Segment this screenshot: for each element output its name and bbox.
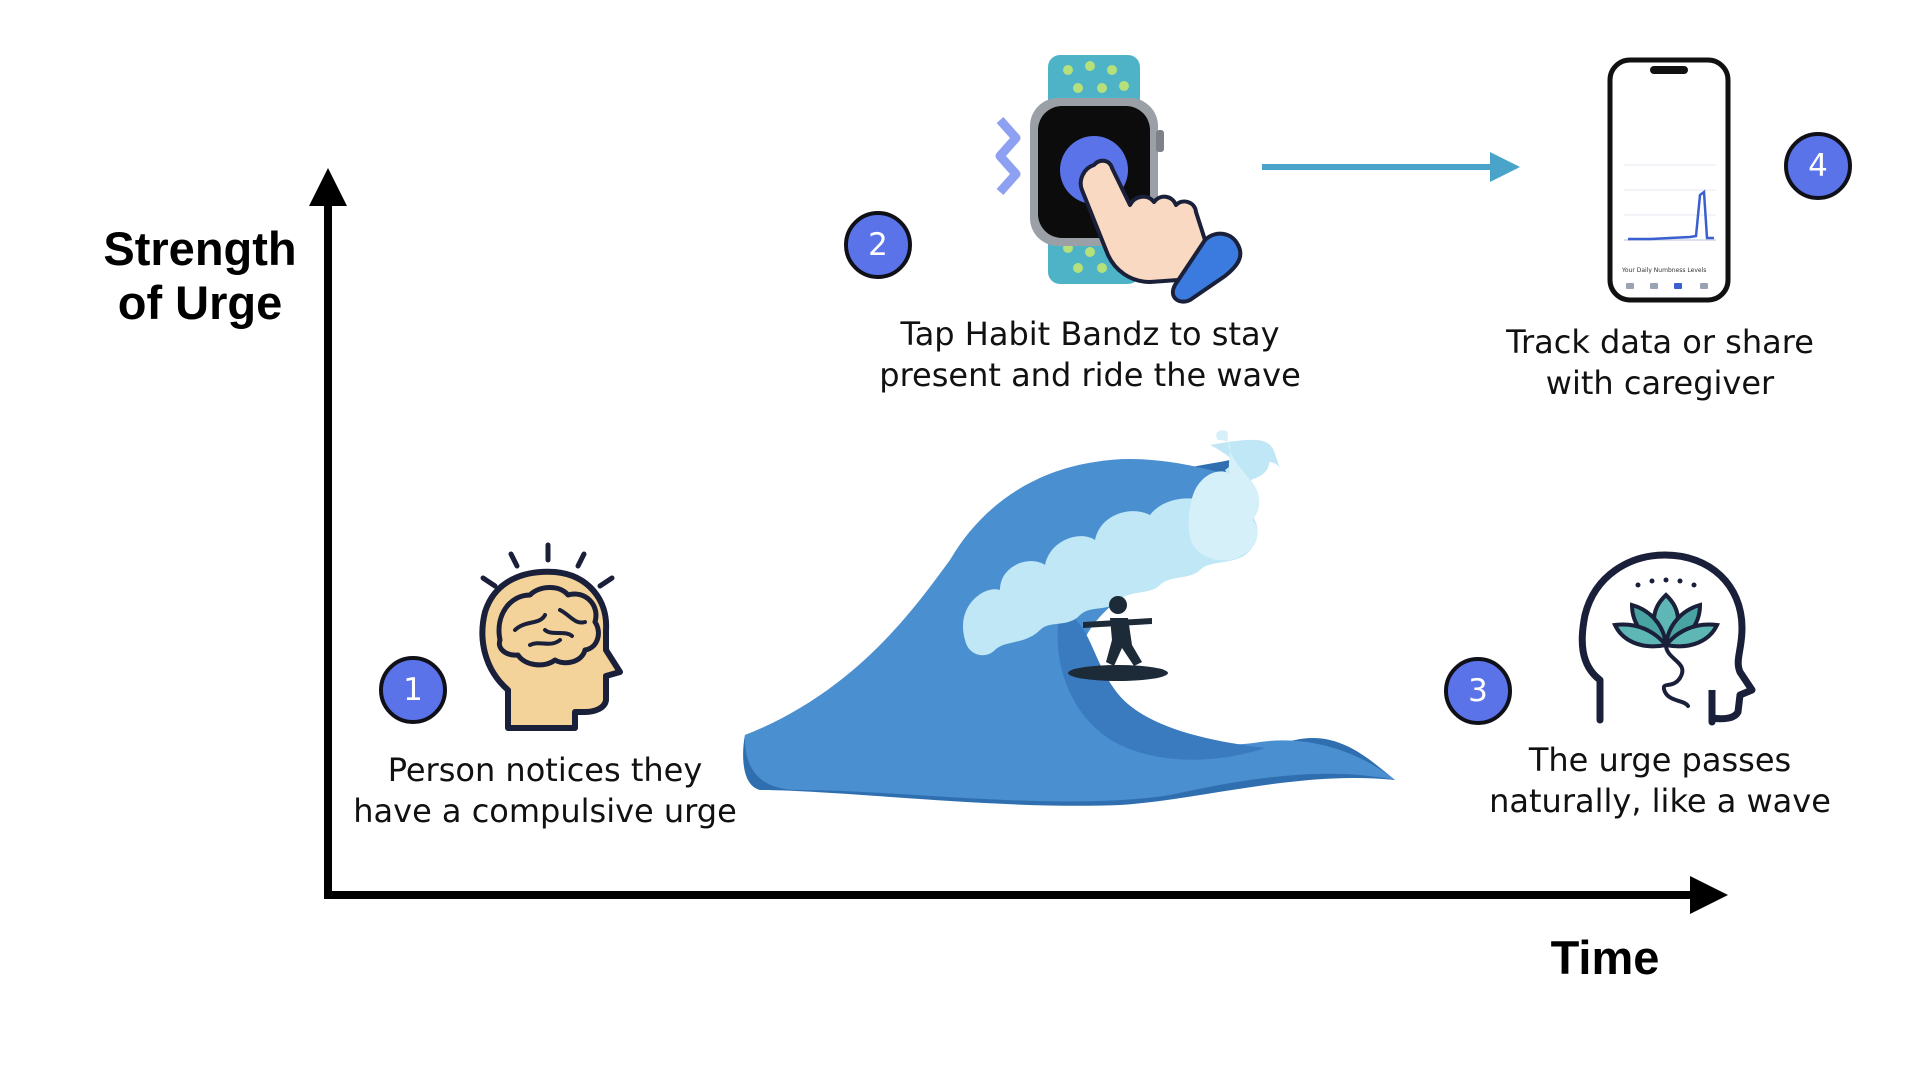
step-2-caption: Tap Habit Bandz to stay present and ride… [860, 314, 1320, 396]
phone-body [1610, 60, 1728, 300]
phone-chart-icon: Your Daily Numbness Levels [1610, 60, 1728, 300]
step-1-caption-line-2: have a compulsive urge [325, 791, 765, 832]
step-3-caption-line-1: The urge passes [1460, 740, 1860, 781]
step-2-caption-line-2: present and ride the wave [860, 355, 1320, 396]
smartwatch-tap-icon [1000, 55, 1240, 302]
brain-head-icon [482, 545, 620, 728]
step-3-caption: The urge passes naturally, like a wave [1460, 740, 1860, 822]
step-4-caption: Track data or share with caregiver [1460, 322, 1860, 404]
step-1-caption: Person notices they have a compulsive ur… [325, 750, 765, 832]
wave-illustration [743, 430, 1395, 805]
step-2-caption-line-1: Tap Habit Bandz to stay [860, 314, 1320, 355]
x-axis-arrowhead [1690, 876, 1728, 914]
x-axis-label: Time [1530, 930, 1680, 985]
surfboard [1068, 665, 1168, 681]
step-2-badge: 2 [844, 211, 912, 279]
step-1-caption-line-1: Person notices they [325, 750, 765, 791]
step-4-caption-line-1: Track data or share [1460, 322, 1860, 363]
y-axis-arrowhead [309, 168, 347, 206]
step-3-badge: 3 [1444, 657, 1512, 725]
flow-arrow [1262, 152, 1520, 182]
y-axis-label: Strength of Urge [85, 222, 315, 330]
y-axis-label-line-1: Strength [85, 222, 315, 276]
step-3-caption-line-2: naturally, like a wave [1460, 781, 1860, 822]
step-4-caption-line-2: with caregiver [1460, 363, 1860, 404]
phone-caption: Your Daily Numbness Levels [1621, 267, 1706, 274]
lotus-head-icon [1582, 555, 1752, 722]
step-4-badge: 4 [1784, 132, 1852, 200]
step-1-badge: 1 [379, 656, 447, 724]
y-axis-label-line-2: of Urge [85, 276, 315, 330]
vibration-icon [1000, 120, 1016, 192]
surfer-head [1109, 596, 1127, 614]
